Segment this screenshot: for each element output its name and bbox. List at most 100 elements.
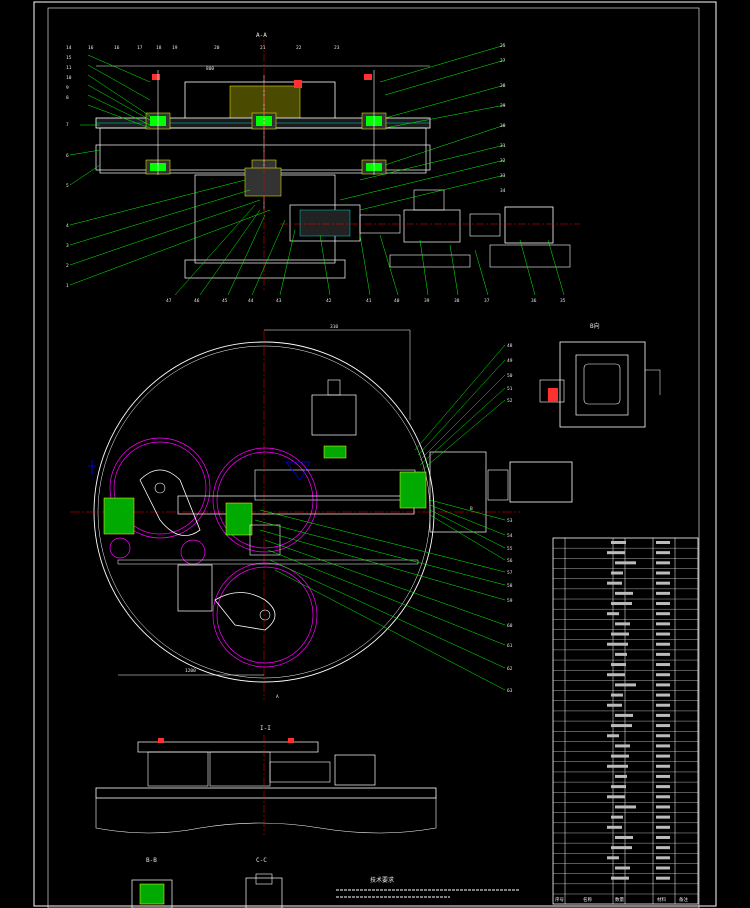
technical-notes: 技术要求 — [336, 876, 520, 898]
bom-cell-text — [656, 785, 670, 789]
bom-cell-text — [611, 754, 629, 758]
callout-number: 49 — [507, 358, 513, 364]
marker-a: A — [276, 694, 279, 700]
section-title-top: A-A — [256, 32, 267, 39]
bom-cell-text — [607, 795, 625, 799]
callout-number: 48 — [507, 343, 513, 349]
notes-title: 技术要求 — [370, 876, 394, 884]
bom-cell-text — [656, 866, 670, 870]
bom-cell-text — [607, 856, 619, 860]
bill-of-materials: 序号名称数量材料备注 — [552, 537, 699, 905]
bom-footer-label: 备注 — [679, 896, 688, 903]
callout-number: 8 — [66, 95, 69, 101]
bom-cell-text — [615, 744, 630, 748]
dim-plan-offset: 310 — [330, 324, 338, 330]
bom-cell-text — [656, 581, 670, 585]
callout-number: 33 — [500, 173, 506, 179]
callout-number: 9 — [66, 85, 69, 91]
bom-footer-label: 序号 — [555, 896, 564, 903]
bom-cell-text — [607, 673, 625, 677]
callout-number: 25 — [500, 43, 506, 49]
section-title-detail-left: B-B — [146, 857, 157, 864]
callout-number: 18 — [156, 45, 162, 51]
bom-cell-text — [656, 602, 670, 606]
callout-number: 16 — [88, 45, 94, 51]
bom-cell-text — [656, 774, 670, 778]
callout-number: 56 — [507, 558, 513, 564]
callout-number: 15 — [66, 55, 72, 61]
callout-number: 40 — [394, 298, 400, 304]
bom-cell-text — [656, 805, 670, 809]
detail-views: B-B C-C — [131, 857, 283, 908]
callout-number: 27 — [500, 58, 506, 64]
bom-cell-text — [611, 663, 626, 667]
bom-cell-text — [656, 632, 670, 636]
bom-cell-text — [656, 713, 670, 717]
bom-cell-text — [611, 876, 629, 880]
callout-number: 42 — [326, 298, 332, 304]
bom-cell-text — [656, 541, 670, 544]
callout-number: 1 — [66, 283, 69, 289]
bom-cell-text — [656, 744, 670, 748]
callout-number: 21 — [260, 45, 266, 51]
bom-cell-text — [607, 612, 619, 616]
bom-cell-text — [607, 642, 628, 646]
bom-cell-text — [615, 713, 633, 717]
callout-number: 14 — [66, 45, 72, 51]
bom-cell-text — [611, 541, 626, 544]
view-b: B向 — [539, 322, 661, 428]
section-title-detail-right: C-C — [256, 857, 267, 864]
callout-number: 50 — [507, 373, 513, 379]
callout-number: 5 — [66, 183, 69, 189]
section-title-right: B向 — [590, 322, 600, 330]
bom-cell-text — [656, 642, 670, 646]
callout-number: 62 — [507, 666, 513, 672]
callout-number: 35 — [560, 298, 566, 304]
callout-number: 52 — [507, 398, 513, 404]
callout-number: 20 — [214, 45, 220, 51]
bom-cell-text — [656, 795, 670, 799]
bom-cell-text — [611, 632, 629, 636]
bom-cell-text — [656, 856, 670, 860]
bom-cell-text — [656, 652, 670, 656]
bom-footer-label: 数量 — [615, 896, 624, 903]
callout-number: 11 — [66, 65, 72, 71]
callout-number: 55 — [507, 546, 513, 552]
bom-cell-text — [615, 591, 633, 595]
bom-cell-text — [611, 693, 623, 697]
bom-cell-text — [656, 612, 670, 616]
bom-cell-text — [656, 591, 670, 595]
callout-number: 17 — [137, 45, 143, 51]
bom-cell-text — [656, 551, 670, 555]
bom-cell-text — [615, 805, 636, 809]
sheet-border — [33, 1, 717, 907]
bom-cell-text — [607, 734, 619, 738]
callout-number: 7 — [66, 122, 69, 128]
bom-footer-label: 名称 — [583, 896, 592, 903]
callout-number: 38 — [454, 298, 460, 304]
bom-cell-text — [607, 764, 628, 768]
callout-number: 34 — [500, 188, 506, 194]
callout-number: 16 — [114, 45, 120, 51]
bom-cell-text — [615, 683, 636, 687]
bom-cell-text — [656, 734, 670, 738]
bom-cell-text — [656, 561, 670, 565]
callout-number: 41 — [366, 298, 372, 304]
callout-number: 23 — [334, 45, 340, 51]
bom-cell-text — [611, 571, 623, 575]
bom-cell-text — [611, 815, 623, 819]
bom-cell-text — [656, 683, 670, 687]
bom-cell-text — [607, 825, 622, 829]
bom-cell-text — [656, 876, 670, 880]
bom-cell-text — [656, 673, 670, 677]
section-a-a: A-A 800 — [66, 32, 580, 304]
bom-cell-text — [611, 602, 632, 606]
section-title-bottom: I-I — [260, 725, 271, 732]
bom-cell-text — [656, 825, 670, 829]
bom-cell-text — [656, 764, 670, 768]
callout-number: 29 — [500, 103, 506, 109]
